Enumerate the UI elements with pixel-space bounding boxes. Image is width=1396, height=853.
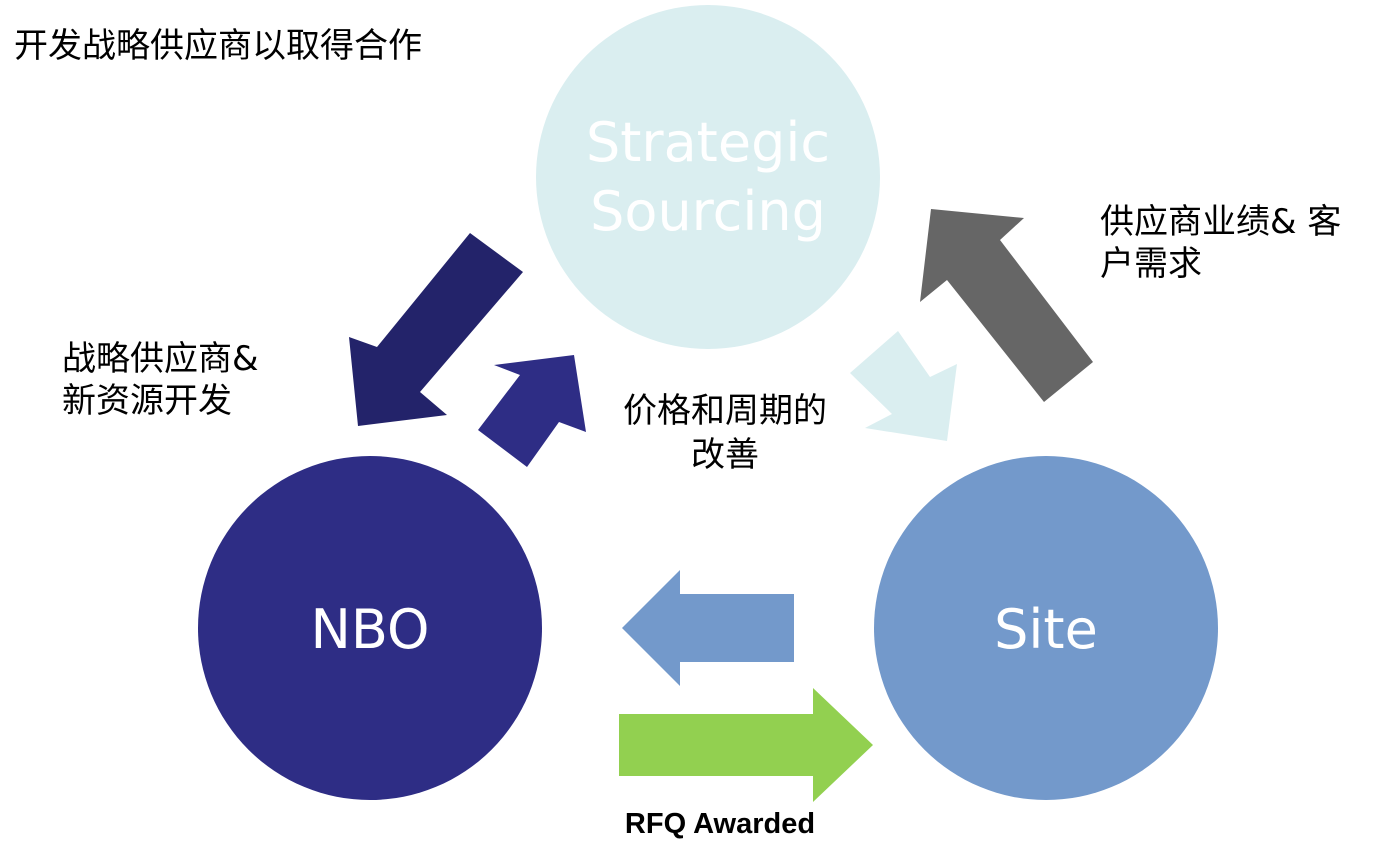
arrow-left-icon xyxy=(622,570,794,686)
arrow-down-right-icon xyxy=(850,331,957,441)
rfq-awarded-label: RFQ Awarded xyxy=(625,808,815,840)
nbo-node: NBO xyxy=(198,456,542,800)
strategic-sourcing-node: Strategic Sourcing xyxy=(536,5,880,349)
annotation-right-line2: 户需求 xyxy=(1100,244,1202,284)
arrow-down-left-icon xyxy=(349,233,523,426)
annotation-left-line2: 新资源开发 xyxy=(62,381,232,421)
strategic-sourcing-label-line2: Sourcing xyxy=(590,180,826,243)
annotation-left: 战略供应商& 新资源开发 xyxy=(62,339,259,421)
annotation-right: 供应商业绩& 客 户需求 xyxy=(1100,202,1341,284)
arrow-up-left-icon xyxy=(920,209,1093,402)
annotation-center-line1: 价格和周期的 xyxy=(623,391,827,431)
annotation-center-line2: 改善 xyxy=(691,435,759,475)
nbo-label: NBO xyxy=(311,598,430,661)
annotation-left-line1: 战略供应商& xyxy=(62,339,259,379)
nbo-circle xyxy=(198,456,542,800)
site-circle xyxy=(874,456,1218,800)
annotation-center: 价格和周期的 改善 xyxy=(623,391,827,475)
arrow-up-right-icon xyxy=(478,355,586,467)
annotation-right-line1: 供应商业绩& 客 xyxy=(1100,202,1341,242)
strategic-sourcing-circle xyxy=(536,5,880,349)
strategic-sourcing-label-line1: Strategic xyxy=(586,111,830,174)
page-title: 开发战略供应商以取得合作 xyxy=(14,26,422,66)
site-label: Site xyxy=(994,598,1098,661)
arrow-right-icon xyxy=(619,688,873,802)
site-node: Site xyxy=(874,456,1218,800)
